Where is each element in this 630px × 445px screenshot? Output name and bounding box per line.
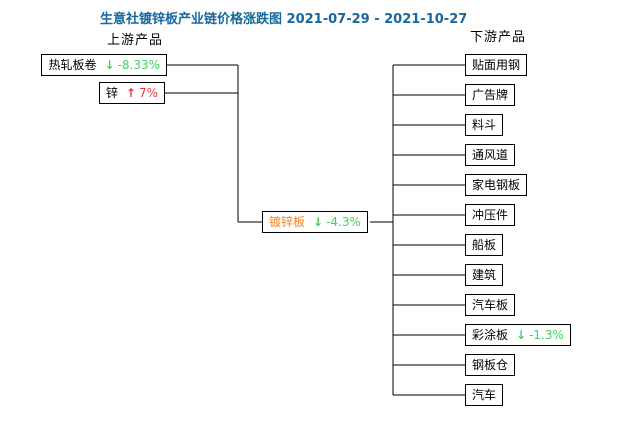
- node-label: 热轧板卷: [48, 58, 97, 72]
- node-hot-rolled-coil[interactable]: 热轧板卷 ↓-8.33%: [41, 54, 167, 76]
- node-color-coated-sheet[interactable]: 彩涂板 ↓-1.3%: [465, 324, 571, 346]
- node-hopper[interactable]: 料斗: [465, 114, 504, 136]
- change-value: -8.33%: [117, 58, 160, 72]
- node-label: 汽车: [472, 388, 497, 402]
- node-label: 料斗: [472, 118, 497, 132]
- node-billboard[interactable]: 广告牌: [465, 84, 516, 106]
- downstream-header: 下游产品: [470, 30, 527, 45]
- node-construction[interactable]: 建筑: [465, 264, 504, 286]
- node-label: 通风道: [472, 148, 509, 162]
- node-label: 钢板仓: [472, 358, 509, 372]
- down-arrow-icon: ↓: [104, 58, 115, 72]
- page-title: 生意社镀锌板产业链价格涨跌图 2021-07-29 - 2021-10-27: [100, 12, 468, 27]
- node-label: 锌: [105, 86, 118, 100]
- node-label: 镀锌板: [269, 215, 306, 229]
- node-label: 冲压件: [472, 208, 509, 222]
- change-value: -1.3%: [529, 328, 564, 342]
- node-label: 广告牌: [472, 88, 509, 102]
- change-value: -4.3%: [326, 215, 361, 229]
- node-veneer-steel[interactable]: 贴面用钢: [465, 54, 528, 76]
- node-automobile-sheet[interactable]: 汽车板: [465, 294, 516, 316]
- upstream-header: 上游产品: [107, 33, 164, 48]
- node-automobile[interactable]: 汽车: [465, 384, 504, 406]
- node-galvanized-sheet[interactable]: 镀锌板 ↓-4.3%: [262, 211, 368, 233]
- node-zinc[interactable]: 锌 ↑7%: [98, 82, 165, 104]
- node-label: 贴面用钢: [472, 58, 521, 72]
- node-ship-plate[interactable]: 船板: [465, 234, 504, 256]
- down-arrow-icon: ↓: [516, 328, 527, 342]
- node-label: 彩涂板: [472, 328, 509, 342]
- node-appliance-steel[interactable]: 家电钢板: [465, 174, 528, 196]
- node-steel-plate-silo[interactable]: 钢板仓: [465, 354, 516, 376]
- node-label: 汽车板: [472, 298, 509, 312]
- node-label: 建筑: [472, 268, 497, 282]
- change-value: 7%: [138, 86, 158, 100]
- node-label: 船板: [472, 238, 497, 252]
- node-stamping-parts[interactable]: 冲压件: [465, 204, 516, 226]
- node-air-duct[interactable]: 通风道: [465, 144, 516, 166]
- down-arrow-icon: ↓: [313, 215, 324, 229]
- node-label: 家电钢板: [472, 178, 521, 192]
- up-arrow-icon: ↑: [125, 86, 136, 100]
